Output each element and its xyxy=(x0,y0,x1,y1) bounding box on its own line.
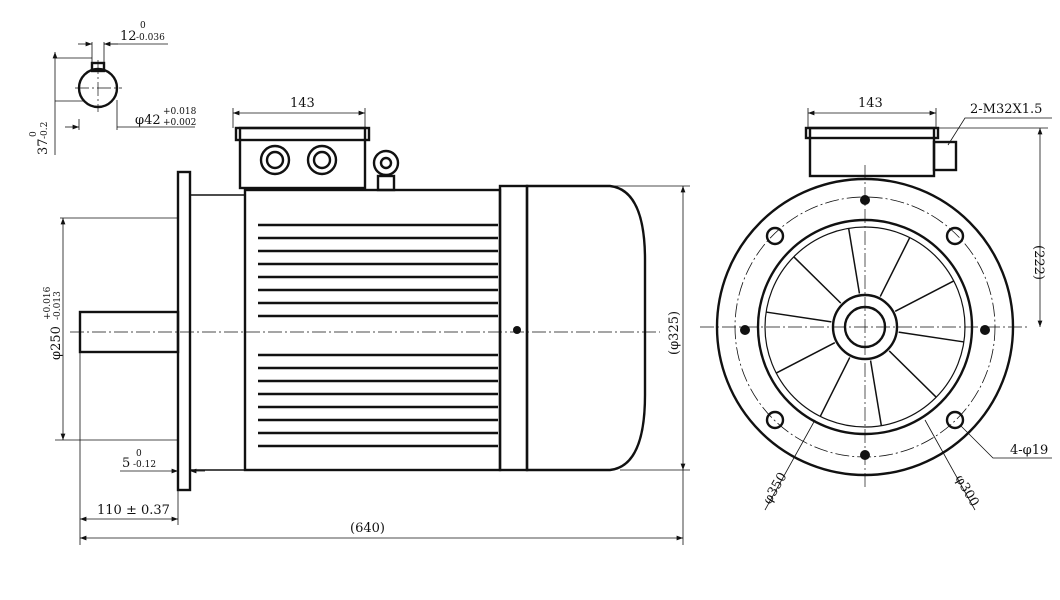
cable-gland-icon xyxy=(259,144,291,176)
key-width-dim: 12 xyxy=(120,29,137,44)
cable-gland-label: 2-M32X1.5 xyxy=(970,102,1042,117)
svg-text:-0.036: -0.036 xyxy=(136,33,165,43)
fan-spoke xyxy=(879,237,911,297)
eye-bolt-icon xyxy=(372,149,400,177)
fan-spoke xyxy=(888,350,937,398)
mounting-holes xyxy=(740,195,990,460)
svg-text:+0.002: +0.002 xyxy=(163,118,196,128)
motor-frame xyxy=(243,188,502,472)
motor-side-view: 143 (φ325) φ250 -0.013 +0.016 5 -0.12 0 … xyxy=(43,96,690,545)
shaft-dia-dim: φ42 xyxy=(135,113,161,128)
svg-text:0: 0 xyxy=(29,131,39,137)
key-height-dim: 37 xyxy=(36,138,51,155)
fan-spoke xyxy=(847,228,861,294)
terminal-box-front xyxy=(808,126,936,178)
terminal-box-width-dim: 143 xyxy=(290,96,315,111)
shaft-length-dim: 110 ± 0.37 xyxy=(97,503,170,518)
holes-label: 4-φ19 xyxy=(1010,443,1048,458)
flange xyxy=(176,170,192,492)
overall-height-dim: (φ325) xyxy=(667,311,682,355)
spigot-dia-dim: φ250 xyxy=(49,326,64,360)
flange-dia-dim: φ350 xyxy=(760,470,790,507)
svg-text:-0.12: -0.12 xyxy=(133,460,156,470)
overall-length-dim: (640) xyxy=(350,521,385,536)
fan-spoke xyxy=(819,357,851,417)
terminal-box xyxy=(238,126,367,190)
svg-text:+0.016: +0.016 xyxy=(43,286,53,320)
fan-spoke xyxy=(775,341,836,374)
svg-text:+0.018: +0.018 xyxy=(163,107,197,117)
cable-gland-icon xyxy=(306,144,338,176)
shaft-key-section: 12 -0.036 0 φ42 +0.018 +0.002 37 -0.2 0 xyxy=(29,21,197,155)
svg-text:0: 0 xyxy=(136,449,142,459)
fan-spoke xyxy=(898,331,964,343)
pcd-dim: φ300 xyxy=(952,473,982,510)
cooling-fins xyxy=(258,223,498,448)
spigot-depth-dim: 5 xyxy=(122,456,130,471)
fan-spoke xyxy=(894,280,955,313)
box-height-dim: (222) xyxy=(1031,245,1046,280)
fan-cover xyxy=(525,184,647,472)
cable-gland-icon xyxy=(932,140,958,172)
svg-text:-0.013: -0.013 xyxy=(53,291,63,320)
svg-text:-0.2: -0.2 xyxy=(40,122,50,139)
motor-front-view: 143 2-M32X1.5 (222) 4-φ19 φ350 φ300 xyxy=(700,96,1052,511)
fan-spoke xyxy=(793,256,842,304)
fan-spoke xyxy=(766,311,832,323)
fan-spoke xyxy=(869,360,883,426)
svg-text:0: 0 xyxy=(140,21,146,31)
front-terminal-box-width-dim: 143 xyxy=(858,96,883,111)
